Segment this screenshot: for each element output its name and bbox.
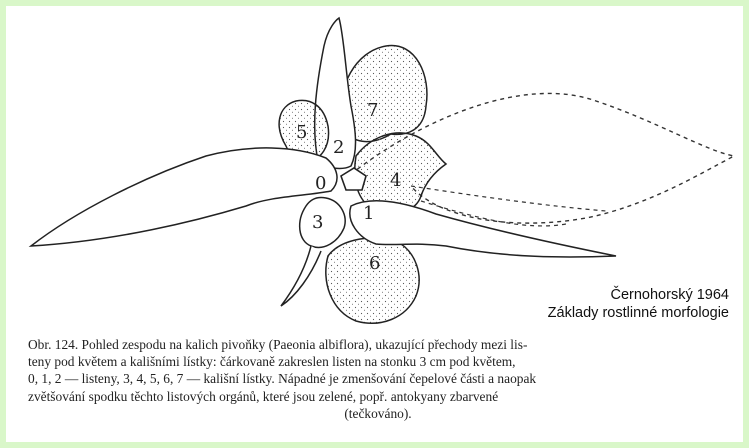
source-credit: Černohorský 1964 Základy rostlinné morfo… <box>548 286 729 322</box>
label-2: 2 <box>333 137 344 158</box>
label-6: 6 <box>369 253 380 274</box>
credit-book-title: Základy rostlinné morfologie <box>548 304 729 322</box>
page: 0 1 2 3 4 5 6 7 Černohorský 1964 Základy… <box>6 6 743 442</box>
label-7: 7 <box>367 100 378 121</box>
caption-line-1: Obr. 124. Pohled zespodu na kalich pivoň… <box>28 336 728 353</box>
label-4: 4 <box>390 170 401 191</box>
caption-line-3: 0, 1, 2 — listeny, 3, 4, 5, 6, 7 — kališ… <box>28 370 728 387</box>
sepal-3-tip <box>281 246 321 306</box>
label-1: 1 <box>363 203 374 224</box>
label-0: 0 <box>315 173 326 194</box>
caption-line-4: zvětšování spodku těchto listových orgán… <box>28 388 728 405</box>
sepal-6 <box>326 238 419 323</box>
bract-0 <box>31 148 337 246</box>
label-3: 3 <box>312 212 323 233</box>
figure-caption: Obr. 124. Pohled zespodu na kalich pivoň… <box>28 336 728 422</box>
credit-author-year: Černohorský 1964 <box>548 286 729 304</box>
caption-line-2: teny pod květem a kališními lístky: čárk… <box>28 353 728 370</box>
caption-line-5: (tečkováno). <box>28 405 728 422</box>
label-5: 5 <box>296 122 307 143</box>
